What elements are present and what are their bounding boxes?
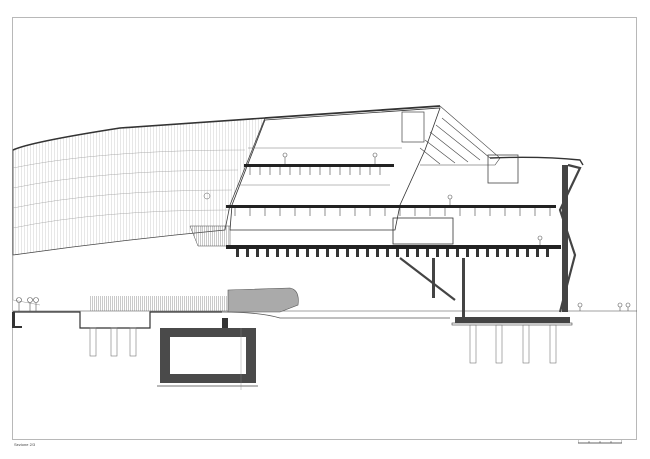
stepped-glazed-roof bbox=[401, 105, 501, 166]
sheet-caption: Sezione 2/3 bbox=[14, 442, 36, 447]
right-wing bbox=[399, 154, 584, 318]
main-building bbox=[229, 107, 441, 231]
piles bbox=[89, 324, 557, 364]
curved-facade bbox=[12, 117, 266, 306]
roof-line bbox=[264, 105, 441, 119]
floor-slabs bbox=[226, 164, 561, 257]
ground-level bbox=[12, 287, 637, 329]
underground-box bbox=[157, 318, 258, 390]
scale-bar bbox=[578, 440, 622, 444]
drawing-frame bbox=[12, 17, 637, 440]
scale-figures bbox=[16, 152, 631, 311]
